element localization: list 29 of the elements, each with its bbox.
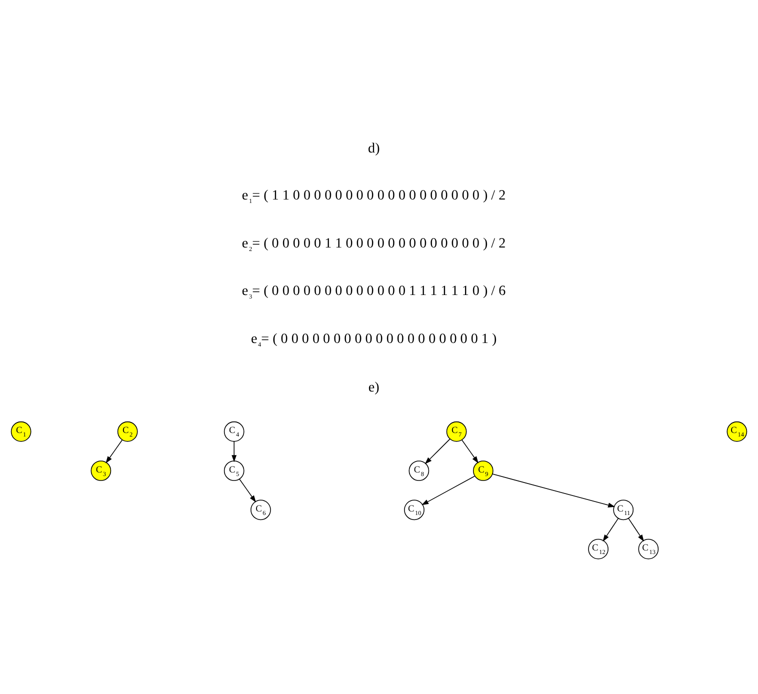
arrow (422, 476, 476, 506)
arrow (492, 474, 616, 508)
node-circle: C$_{3}$ (90, 460, 112, 481)
label: e$_{2}$= ( 0 0 0 0 0 1 1 0 0 0 0 0 0 0 0 0 0 0 0 0 ) / 2 (242, 235, 506, 253)
label: e$_{3}$= ( 0 0 0 0 0 0 0 0 0 0 0 0 0 1 1 1 1 1 1 0 ) / 6 (242, 283, 506, 301)
node-circle: C$_{8}$ (408, 460, 430, 481)
node-circle: C$_{5}$ (224, 460, 244, 481)
node-circle: C$_{9}$ (472, 460, 494, 481)
node-circle: C$_{2}$ (117, 421, 138, 442)
node-circle: C$_{12}$ (588, 538, 608, 560)
arrow (602, 518, 619, 542)
label: e$_{4}$= ( 0 0 0 0 0 0 0 0 0 0 0 0 0 0 0 0 0 0 0 1 ) (250, 331, 497, 349)
arrow (462, 440, 478, 464)
arrow (424, 438, 450, 464)
node-circle: C$_{1}$ (10, 421, 32, 442)
arrow (239, 478, 256, 502)
node-circle: C$_{11}$ (613, 500, 634, 520)
node-circle: C$_{6}$ (250, 500, 271, 520)
label: e) (368, 380, 380, 396)
node-circle: C$_{4}$ (224, 421, 244, 442)
label: d) (368, 140, 380, 157)
node-circle: C$_{13}$ (638, 538, 659, 560)
node-circle: C$_{7}$ (446, 421, 467, 442)
arrow (106, 440, 123, 464)
arrow (232, 441, 237, 462)
arrow (628, 518, 644, 542)
node-circle: C$_{14}$ (726, 421, 748, 442)
node-circle: C$_{10}$ (404, 500, 424, 520)
label: e$_{1}$= ( 1 1 0 0 0 0 0 0 0 0 0 0 0 0 0 0 0 0 0 0 ) / 2 (242, 188, 506, 206)
